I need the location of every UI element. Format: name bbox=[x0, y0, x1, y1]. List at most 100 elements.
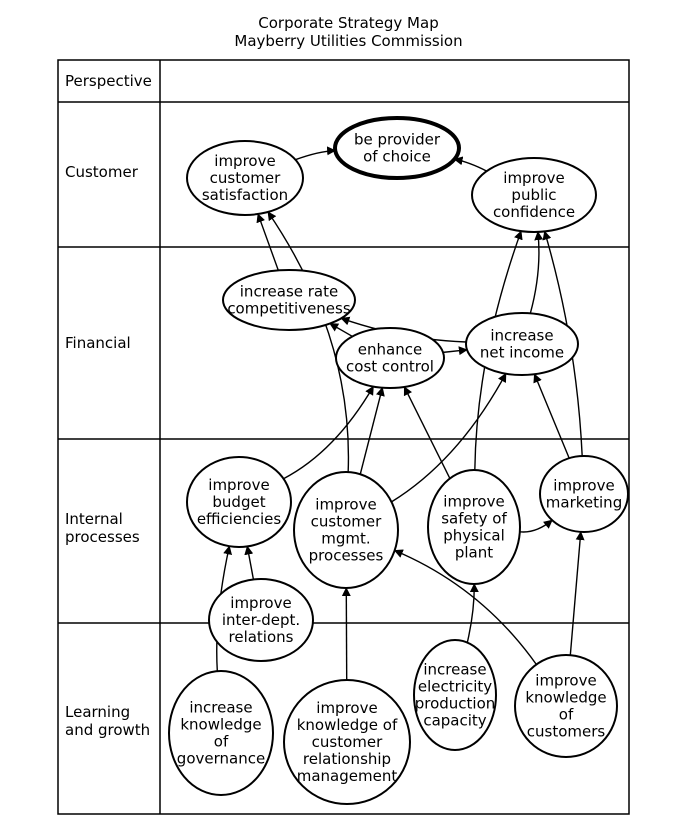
edge-custmgmt-to-netincome bbox=[391, 372, 507, 503]
diagram-subtitle: Mayberry Utilities Commission bbox=[234, 32, 463, 50]
node-provider-label-line: of choice bbox=[363, 148, 431, 166]
edge-safety-to-cost bbox=[403, 386, 451, 479]
row-label-financial: Financial bbox=[65, 334, 131, 352]
node-satisfaction-label-line: improve bbox=[214, 152, 275, 170]
diagram-title: Corporate Strategy Map bbox=[258, 14, 439, 32]
edge-marketing-to-netincome bbox=[533, 373, 570, 459]
node-safety-label-line: safety of bbox=[441, 510, 507, 528]
node-knowcust-label-line: knowledge bbox=[525, 689, 606, 707]
node-knowcust-label-line: customers bbox=[527, 723, 606, 741]
node-satisfaction-label-line: customer bbox=[210, 169, 281, 187]
node-knowcust-ellipse bbox=[514, 654, 618, 758]
node-provider-ellipse bbox=[333, 116, 461, 180]
node-crm-label-line: improve bbox=[316, 699, 377, 717]
edge-rate-to-satisfaction bbox=[256, 213, 279, 271]
node-confidence-label-line: confidence bbox=[493, 203, 575, 221]
node-custmgmt-label-line: improve bbox=[315, 496, 376, 514]
node-satisfaction-ellipse bbox=[186, 140, 304, 216]
node-electricity-label-line: production bbox=[415, 695, 496, 713]
edge-confidence-to-provider bbox=[453, 156, 487, 172]
perspective-table bbox=[57, 59, 630, 815]
node-safety-label-line: plant bbox=[455, 544, 493, 562]
node-electricity-label-line: capacity bbox=[423, 712, 486, 730]
node-interdept-label-line: relations bbox=[229, 628, 294, 646]
edge-netincome-to-confidence bbox=[529, 231, 544, 314]
node-governance-label-line: governance bbox=[177, 750, 265, 768]
node-knowcust-label-line: improve bbox=[535, 672, 596, 690]
node-cost-label-line: cost control bbox=[346, 358, 434, 376]
node-rate-label-line: competitiveness bbox=[227, 300, 351, 318]
edge-electricity-to-safety bbox=[466, 583, 479, 643]
node-interdept-ellipse bbox=[208, 578, 314, 662]
node-budget-ellipse bbox=[186, 456, 292, 548]
node-rate-ellipse bbox=[222, 269, 356, 331]
node-satisfaction-label-line: satisfaction bbox=[202, 186, 288, 204]
node-knowcust-label-line: of bbox=[559, 706, 574, 724]
node-crm-label-line: management bbox=[297, 767, 398, 785]
node-governance-label-line: increase bbox=[189, 699, 252, 717]
edge-custmgmt-to-cost bbox=[359, 386, 385, 475]
edges-layer bbox=[216, 146, 585, 681]
node-custmgmt-label-line: processes bbox=[309, 547, 384, 565]
node-custmgmt-label-line: customer bbox=[311, 513, 382, 531]
edge-custmgmt-to-satisfaction bbox=[267, 211, 350, 473]
node-confidence-label-line: public bbox=[511, 186, 556, 204]
edge-knowcust-to-custmgmt bbox=[393, 549, 537, 665]
edge-satisfaction-to-provider bbox=[295, 146, 337, 161]
edge-cost-to-netincome bbox=[442, 346, 468, 356]
node-governance-ellipse bbox=[168, 670, 274, 796]
edge-safety-to-marketing bbox=[519, 519, 553, 533]
node-electricity-label-line: increase bbox=[423, 661, 486, 679]
node-marketing-label-line: improve bbox=[553, 477, 614, 495]
node-netincome-label-line: increase bbox=[490, 327, 553, 345]
node-budget-label-line: improve bbox=[208, 476, 269, 494]
node-crm-ellipse bbox=[283, 679, 411, 805]
node-governance-label-line: knowledge bbox=[180, 716, 261, 734]
node-interdept-label-line: inter-dept. bbox=[222, 611, 300, 629]
node-cost-ellipse bbox=[335, 327, 445, 389]
node-crm-label-line: relationship bbox=[303, 750, 391, 768]
node-crm-label-line: customer bbox=[312, 733, 383, 751]
node-budget-label-line: efficiencies bbox=[197, 510, 282, 528]
node-governance-label-line: of bbox=[214, 733, 229, 751]
node-marketing-ellipse bbox=[539, 455, 629, 533]
node-custmgmt-label-line: mgmt. bbox=[321, 530, 370, 548]
edge-knowcust-to-marketing bbox=[569, 531, 585, 656]
edge-interdept-to-budget bbox=[244, 545, 255, 580]
node-rate-label-line: increase rate bbox=[240, 283, 338, 301]
node-confidence-label-line: improve bbox=[503, 169, 564, 187]
node-netincome-ellipse bbox=[465, 312, 579, 376]
row-label-perspective: Perspective bbox=[65, 72, 152, 90]
row-label-customer: Customer bbox=[65, 163, 138, 181]
node-safety-label-line: physical bbox=[443, 527, 505, 545]
node-electricity-label-line: electricity bbox=[418, 678, 492, 696]
row-label-learning-growth: Learning and growth bbox=[65, 703, 151, 739]
node-electricity-ellipse bbox=[413, 639, 497, 751]
node-custmgmt-ellipse bbox=[293, 471, 399, 589]
edge-cost-to-rate bbox=[329, 322, 353, 338]
edge-budget-to-cost bbox=[283, 385, 374, 480]
node-safety-label-line: improve bbox=[443, 493, 504, 511]
node-marketing-label-line: marketing bbox=[546, 494, 622, 512]
node-interdept-label-line: improve bbox=[230, 594, 291, 612]
node-cost-label-line: enhance bbox=[358, 341, 422, 359]
row-label-internal-processes: Internal processes bbox=[65, 510, 140, 546]
node-crm-label-line: knowledge of bbox=[297, 716, 398, 734]
node-confidence-ellipse bbox=[471, 157, 597, 233]
